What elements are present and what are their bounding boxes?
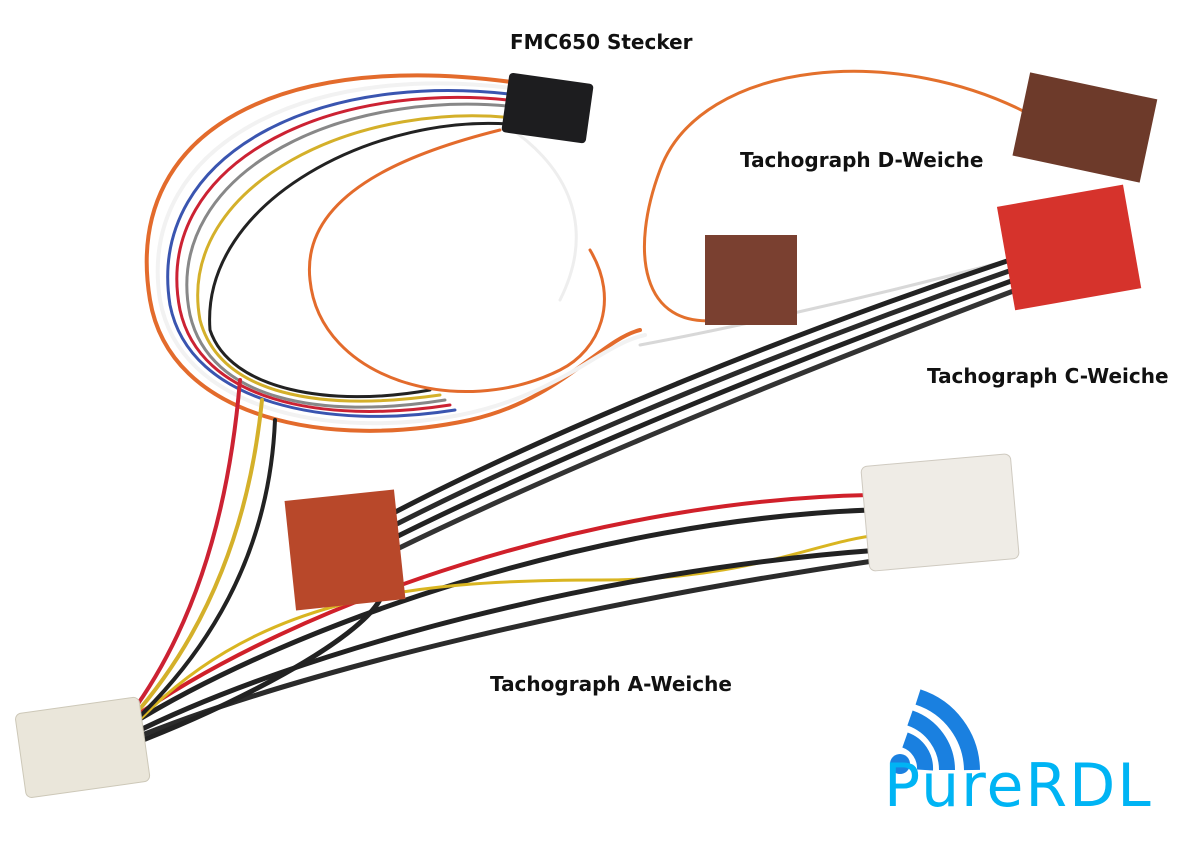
purerdl-logo-text: PureRDL — [884, 751, 1153, 821]
d-weiche-label: Tachograph D-Weiche — [740, 148, 984, 172]
fmc650-label: FMC650 Stecker — [510, 30, 693, 54]
fmc650-connector — [501, 72, 594, 144]
loop-wires — [144, 69, 1042, 433]
c-weiche-label: Tachograph C-Weiche — [927, 364, 1169, 388]
d-weiche-connectors — [705, 72, 1158, 325]
a-weiche-label: Tachograph A-Weiche — [490, 672, 732, 696]
main-wires — [127, 257, 1019, 748]
c-weiche-connector — [996, 184, 1142, 311]
a-weiche-connectors — [15, 453, 1020, 798]
wifi-signal-icon — [890, 689, 980, 774]
